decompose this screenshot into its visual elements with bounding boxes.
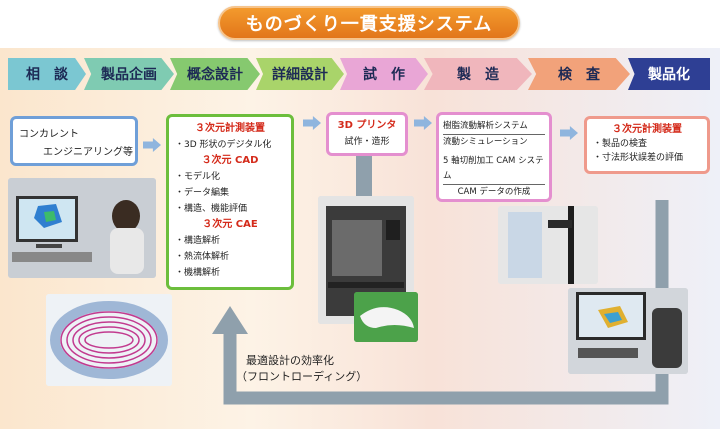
stage-5: 試 作 — [340, 58, 428, 90]
design-section2-title: ３次元 CAD — [201, 155, 259, 166]
inspection-item: ・寸法形状誤差の評価 — [593, 153, 684, 163]
design-section3-title: ３次元 CAE — [202, 219, 258, 230]
design-section1-item: ・3D 形状のデジタル化 — [175, 140, 272, 150]
prototype-box: 3D プリンタ 試作・造形 — [326, 112, 408, 156]
inspection-box: ３次元計測装置 ・製品の検査・寸法形状誤差の評価 — [584, 116, 710, 174]
stage-1: 相 談 — [8, 58, 86, 90]
stage-2: 製品企画 — [84, 58, 174, 90]
design-section3-items: ・構造解析・熱流体解析・機構解析 — [175, 233, 285, 281]
inspection-workstation-photo — [568, 288, 688, 374]
stage-7: 検 査 — [528, 58, 630, 90]
feedback-text-2: （フロントローディング） — [236, 370, 368, 383]
manufacture-box: 樹脂流動解析システム 流動シミュレーション 5 軸切削加工 CAM システム C… — [436, 112, 552, 202]
stage-8: 製品化 — [628, 58, 710, 90]
design-section2-item: ・モデル化 — [175, 172, 221, 182]
stage-4: 詳細設計 — [256, 58, 344, 90]
flow-arrow-3 — [414, 116, 432, 130]
design-section3-item: ・熱流体解析 — [175, 252, 230, 262]
manufacture-line-3: 5 軸切削加工 CAM システム — [443, 154, 545, 185]
design-section2-items: ・モデル化・データ編集・構造、機能評価 — [175, 169, 285, 217]
design-box: ３次元計測装置 ・3D 形状のデジタル化 ３次元 CAD ・モデル化・データ編集… — [166, 114, 294, 290]
flow-arrow-1 — [143, 138, 161, 152]
design-section2-item: ・構造、機能評価 — [175, 204, 248, 214]
prototype-text: 試作・造形 — [344, 137, 390, 147]
design-section1-title: ３次元計測装置 — [195, 123, 265, 134]
prototype-title: 3D プリンタ — [337, 120, 397, 131]
flow-arrow-2 — [303, 116, 321, 130]
stage-3: 概念設計 — [170, 58, 260, 90]
inspection-title: ３次元計測装置 — [612, 124, 682, 135]
feedback-text-1: 最適設計の効率化 — [246, 354, 334, 367]
manufacture-line-4: CAM データの作成 — [457, 187, 531, 197]
inspection-item: ・製品の検査 — [593, 139, 648, 149]
manufacture-line-2: 流動シミュレーション — [443, 137, 528, 147]
simulation-photo — [46, 294, 172, 386]
manufacture-line-1: 樹脂流動解析システム — [443, 119, 545, 135]
design-section3-item: ・構造解析 — [175, 236, 221, 246]
consult-line-2: エンジニアリング等 — [43, 147, 133, 158]
design-section1-items: ・3D 形状のデジタル化 — [175, 137, 285, 153]
flow-arrow-4 — [560, 126, 578, 140]
inspection-items: ・製品の検査・寸法形状誤差の評価 — [593, 137, 701, 165]
stage-6: 製 造 — [424, 58, 532, 90]
cad-workstation-photo — [8, 178, 156, 278]
printed-part-photo — [354, 292, 418, 342]
design-section2-item: ・データ編集 — [175, 188, 230, 198]
measurement-arm-photo — [498, 206, 598, 284]
diagram-title: ものづくり一貫支援システム — [218, 6, 520, 40]
consult-line-1: コンカレント — [19, 129, 79, 140]
design-section3-item: ・機構解析 — [175, 268, 221, 278]
consult-box: コンカレント エンジニアリング等 — [10, 116, 138, 166]
